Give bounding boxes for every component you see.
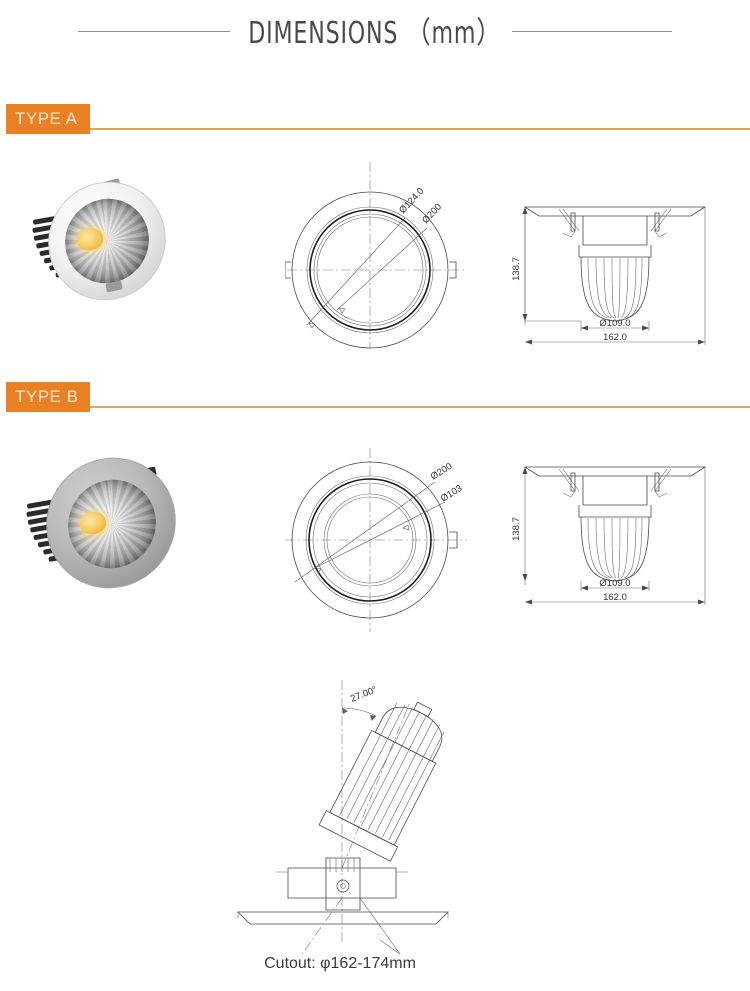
type-b-dim-inner: Ø109.0 (599, 578, 630, 589)
type-b-dim-height: 138.7 (511, 517, 522, 541)
type-a-dim-outer: 162.0 (603, 332, 627, 343)
type-a-band-line (90, 128, 750, 130)
type-b-dim-outer: 162.0 (603, 592, 627, 603)
type-a-dim-height: 138.7 (511, 257, 522, 281)
type-a-side-view: 138.7 Ø109.0 162.0 (505, 185, 735, 360)
type-b-dim-200: Ø200 (429, 461, 455, 483)
type-b-band: TYPE B (0, 382, 750, 414)
type-b-top-view: Ø200 Ø103 (285, 440, 500, 635)
type-a-product-photo (20, 160, 195, 335)
type-b-side-view: 138.7 Ø109.0 162.0 (505, 445, 740, 620)
type-a-dim-inner: Ø109.0 (599, 318, 630, 329)
type-b-badge: TYPE B (6, 382, 90, 412)
tilt-angle-label: 27.00° (349, 684, 379, 705)
page-header: DIMENSIONS （mm） (0, 0, 750, 60)
type-a-top-view: Ø124.0 Ø200 (285, 150, 500, 350)
cutout-caption: Cutout: φ162-174mm (264, 955, 416, 972)
page-title: DIMENSIONS （mm） (248, 16, 502, 51)
type-a-band: TYPE A (0, 104, 750, 136)
reflector-bowl (61, 193, 153, 289)
title-rule-right (512, 31, 672, 32)
type-b-product-photo (20, 440, 200, 625)
type-b-dim-103: Ø103 (439, 483, 465, 505)
tilt-cutout-view: 27.00° (230, 672, 520, 972)
type-a-badge: TYPE A (6, 104, 90, 134)
title-rule-left (78, 31, 230, 32)
type-b-band-line (90, 406, 750, 408)
reflector-bowl (63, 474, 161, 574)
